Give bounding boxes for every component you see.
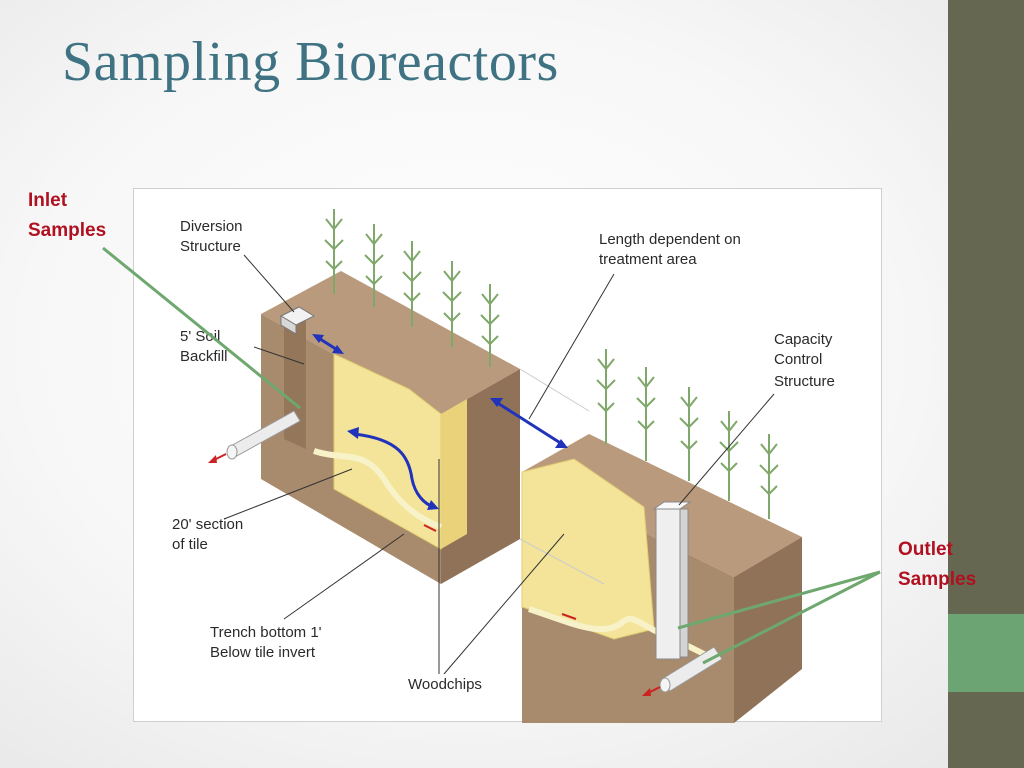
- label-length-2: treatment area: [599, 251, 697, 268]
- outlet-pointer-line-2: [702, 570, 881, 665]
- outlet-flow-arrowhead: [642, 688, 651, 696]
- label-section-2: of tile: [172, 536, 208, 553]
- left-woodchips-edge: [441, 399, 467, 549]
- bioreactor-diagram: Diversion Structure 5' Soil Backfill 20'…: [133, 188, 882, 723]
- tile-left: [313, 448, 443, 530]
- label-diversion-1: Diversion: [180, 218, 243, 235]
- outlet-pointer-line-1: [677, 570, 881, 630]
- backfill-double-arrow: [312, 334, 344, 354]
- right-woodchips: [521, 458, 655, 640]
- inlet-samples-callout: Inlet Samples: [28, 186, 106, 246]
- inlet-pipe: [226, 410, 301, 460]
- label-capacity-1: Capacity: [774, 331, 833, 348]
- tile-flow-arrow: [423, 524, 437, 532]
- tile-right: [528, 606, 716, 662]
- corn-plants-left: [324, 209, 500, 367]
- guide-line-bottom: [519, 538, 605, 585]
- capacity-control-structure: [652, 501, 692, 660]
- length-double-arrow: [490, 398, 568, 448]
- outlet-samples-callout: Outlet Samples: [898, 535, 976, 595]
- label-soil-2: Backfill: [180, 348, 228, 365]
- outlet-callout-line1: Outlet: [898, 539, 953, 560]
- inlet-flow-arrowhead: [208, 455, 217, 463]
- label-trench-2: Below tile invert: [210, 644, 316, 661]
- inlet-callout-line1: Inlet: [28, 190, 68, 211]
- leader-lines: [223, 254, 775, 675]
- label-diversion-2: Structure: [180, 238, 241, 255]
- left-block-top: [261, 271, 520, 414]
- label-capacity-3: Structure: [774, 373, 835, 390]
- flow-curved-arrow: [347, 427, 439, 510]
- label-soil-1: 5' Soil: [180, 328, 220, 345]
- outlet-callout-line2: Samples: [898, 569, 977, 590]
- diversion-structure-face: [280, 315, 297, 335]
- inlet-pointer-line: [102, 246, 301, 410]
- label-section-1: 20' section: [172, 516, 243, 533]
- label-trench-1: Trench bottom 1': [210, 624, 322, 641]
- bioreactor-illustration: Diversion Structure 5' Soil Backfill 20'…: [172, 209, 835, 723]
- slide-title: Sampling Bioreactors: [62, 31, 559, 93]
- right-flow-arrow: [561, 613, 577, 620]
- outlet-pipe: [659, 646, 723, 693]
- guide-line-top: [519, 368, 590, 412]
- side-bar-accent: [948, 614, 1024, 692]
- inlet-callout-line2: Samples: [28, 220, 107, 241]
- label-capacity-2: Control: [774, 351, 822, 368]
- label-length-1: Length dependent on: [599, 231, 741, 248]
- label-woodchips: Woodchips: [408, 676, 482, 693]
- corn-plants-right: [596, 349, 779, 519]
